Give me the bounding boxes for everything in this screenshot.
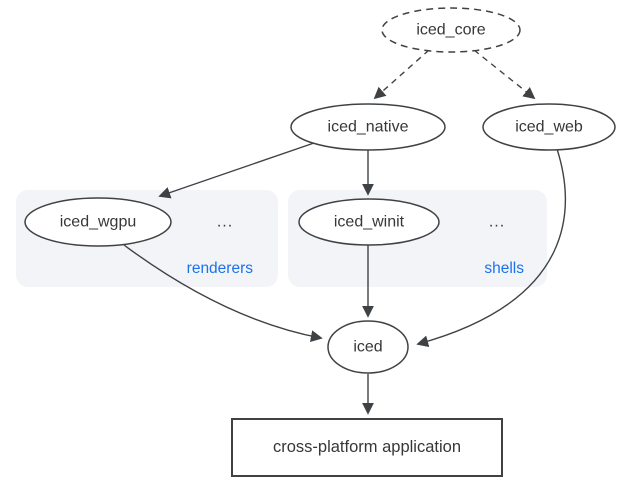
edge-iced_core-iced_web	[473, 49, 536, 100]
edge-iced_native-iced_wgpu	[158, 142, 315, 199]
edge-iced_web-iced	[416, 148, 567, 348]
renderers-ellipsis: ...	[217, 214, 233, 231]
node-iced_winit: iced_winit	[298, 198, 440, 246]
iced_core-ellipse	[381, 7, 521, 53]
iced_wgpu-ellipse	[24, 197, 172, 247]
edge-iced_core-iced_native	[373, 49, 430, 100]
node-iced_core: iced_core	[381, 7, 521, 53]
iced-ellipse	[327, 320, 409, 374]
iced_native-ellipse	[290, 103, 446, 151]
application-label: cross-platform application	[273, 438, 461, 456]
renderers-group-label: renderers	[187, 260, 254, 277]
node-iced_web: iced_web	[482, 103, 616, 151]
iced_winit-ellipse	[298, 198, 440, 246]
node-iced_native: iced_native	[290, 103, 446, 151]
iced_web-ellipse	[482, 103, 616, 151]
iced_wgpu-label: iced_wgpu	[60, 214, 137, 231]
iced_core-label: iced_core	[416, 22, 485, 39]
iced-label: iced	[353, 339, 382, 356]
node-iced: iced	[327, 320, 409, 374]
iced_native-label: iced_native	[328, 119, 409, 136]
node-iced_wgpu: iced_wgpu	[24, 197, 172, 247]
edge-iced_wgpu-iced	[123, 244, 323, 342]
application-box	[231, 418, 503, 477]
shells-ellipsis: ...	[489, 214, 505, 231]
node-application: cross-platform application	[231, 418, 503, 477]
iced_winit-label: iced_winit	[334, 214, 405, 231]
iced_web-label: iced_web	[515, 119, 583, 136]
shells-group-label: shells	[484, 260, 524, 277]
